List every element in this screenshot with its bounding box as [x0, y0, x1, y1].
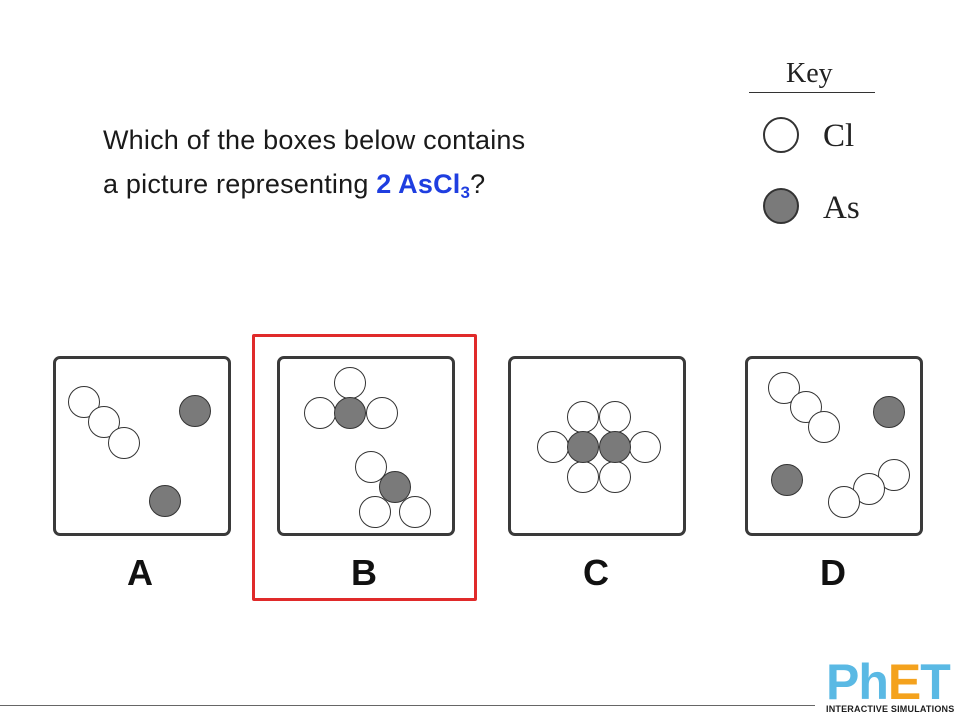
cl-atom-icon: [399, 496, 431, 528]
cl-atom-icon: [537, 431, 569, 463]
phet-logo-wordmark: PhET: [826, 654, 951, 710]
key-as-atom-icon: [763, 188, 799, 224]
key-divider: [749, 92, 875, 93]
key-cl-atom-icon: [763, 117, 799, 153]
cl-atom-icon: [304, 397, 336, 429]
as-atom-icon: [149, 485, 181, 517]
cl-atom-icon: [334, 367, 366, 399]
question-text: Which of the boxes below contains a pict…: [103, 118, 663, 206]
option-box-d[interactable]: [745, 356, 923, 536]
formula-main: 2 AsCl: [376, 169, 461, 199]
question-line-1: Which of the boxes below contains: [103, 125, 526, 155]
key-as-label: As: [823, 190, 860, 226]
as-atom-icon: [379, 471, 411, 503]
option-label-b[interactable]: B: [351, 552, 377, 593]
footer-divider: [0, 705, 815, 706]
phet-logo-tagline: INTERACTIVE SIMULATIONS: [826, 704, 955, 714]
option-box-b[interactable]: [277, 356, 455, 536]
question-line-2: a picture representing 2 AsCl3?: [103, 162, 663, 206]
question-line-2-suffix: ?: [470, 169, 486, 199]
as-atom-icon: [771, 464, 803, 496]
cl-atom-icon: [790, 391, 822, 423]
as-atom-icon: [873, 396, 905, 428]
option-label-a[interactable]: A: [127, 552, 153, 593]
cl-atom-icon: [359, 496, 391, 528]
cl-atom-icon: [366, 397, 398, 429]
cl-atom-icon: [567, 461, 599, 493]
option-label-d[interactable]: D: [820, 552, 846, 593]
cl-atom-icon: [599, 401, 631, 433]
option-box-c[interactable]: [508, 356, 686, 536]
cl-atom-icon: [629, 431, 661, 463]
as-atom-icon: [599, 431, 631, 463]
question-line-2-prefix: a picture representing: [103, 169, 377, 199]
cl-atom-icon: [828, 486, 860, 518]
as-atom-icon: [179, 395, 211, 427]
phet-logo: PhET INTERACTIVE SIMULATIONS: [826, 654, 955, 714]
cl-atom-icon: [599, 461, 631, 493]
cl-atom-icon: [808, 411, 840, 443]
as-atom-icon: [334, 397, 366, 429]
cl-atom-icon: [108, 427, 140, 459]
option-label-c[interactable]: C: [583, 552, 609, 593]
option-box-a[interactable]: [53, 356, 231, 536]
key-cl-label: Cl: [823, 118, 855, 154]
formula-subscript: 3: [460, 183, 471, 202]
selection-highlight: [252, 334, 477, 601]
key-title: Key: [786, 58, 833, 89]
cl-atom-icon: [567, 401, 599, 433]
formula: 2 AsCl3: [376, 169, 471, 202]
as-atom-icon: [567, 431, 599, 463]
